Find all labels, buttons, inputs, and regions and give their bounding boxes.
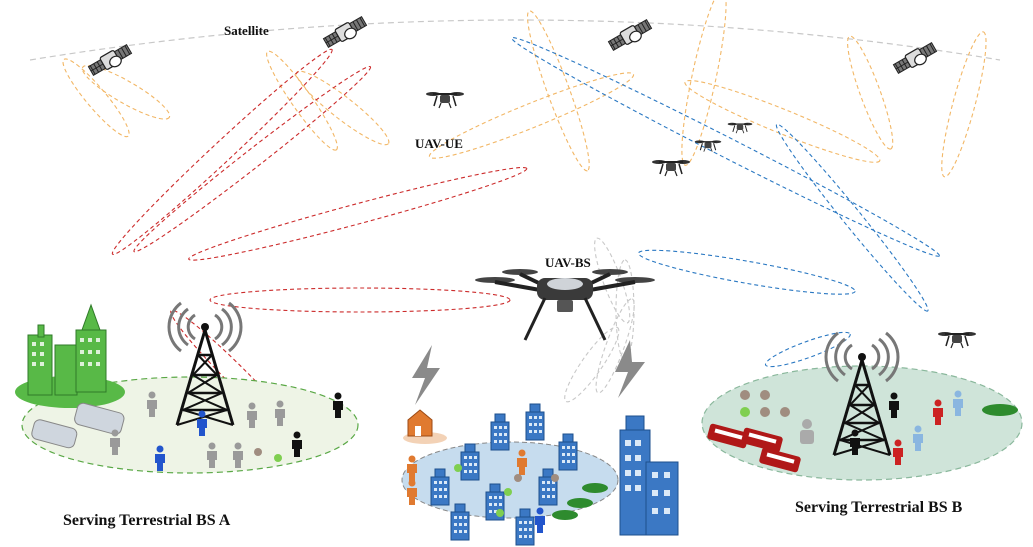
- bs-b-label: Serving Terrestrial BS B: [795, 499, 963, 516]
- satellite-label: Satellite: [224, 23, 269, 38]
- uav-bs-drone-icon: [475, 269, 655, 341]
- crowd-b: [740, 390, 963, 465]
- building-icon: [490, 413, 510, 451]
- uav-ue-label: UAV-UE: [415, 136, 463, 151]
- bs-b-beams: [511, 37, 941, 368]
- train-icon: [707, 423, 801, 473]
- bus-icon: [31, 402, 125, 449]
- building-icon: [558, 433, 578, 471]
- uav-ue-drone-icon: [425, 91, 465, 109]
- uav-bs-beams: [564, 237, 635, 403]
- lightning-icon: [412, 345, 440, 405]
- robot-icon: [800, 419, 814, 444]
- building-icon: [525, 403, 545, 441]
- car-icon: [552, 483, 608, 520]
- drone-icon: [727, 122, 753, 134]
- satellite-icon: [891, 40, 940, 78]
- bs-a-label: Serving Terrestrial BS A: [63, 512, 231, 529]
- drone-icon: [651, 159, 691, 177]
- satellite-icon: [606, 17, 655, 55]
- lightning-icon: [615, 340, 645, 398]
- drone-icon: [694, 139, 722, 153]
- crowd-a: [110, 391, 343, 471]
- city-people: [407, 449, 559, 533]
- uav-bs-label: UAV-BS: [545, 255, 591, 270]
- house-icon: [403, 409, 447, 444]
- bs-a-beams: [111, 48, 528, 446]
- drone-icon: [937, 331, 977, 349]
- car-icon: [982, 404, 1018, 416]
- satellite-orbit: [29, 19, 1001, 61]
- building-icon: [27, 303, 107, 396]
- satellite-icon: [321, 14, 370, 52]
- building-icon: [619, 415, 679, 536]
- satellite-beams: [62, 0, 987, 178]
